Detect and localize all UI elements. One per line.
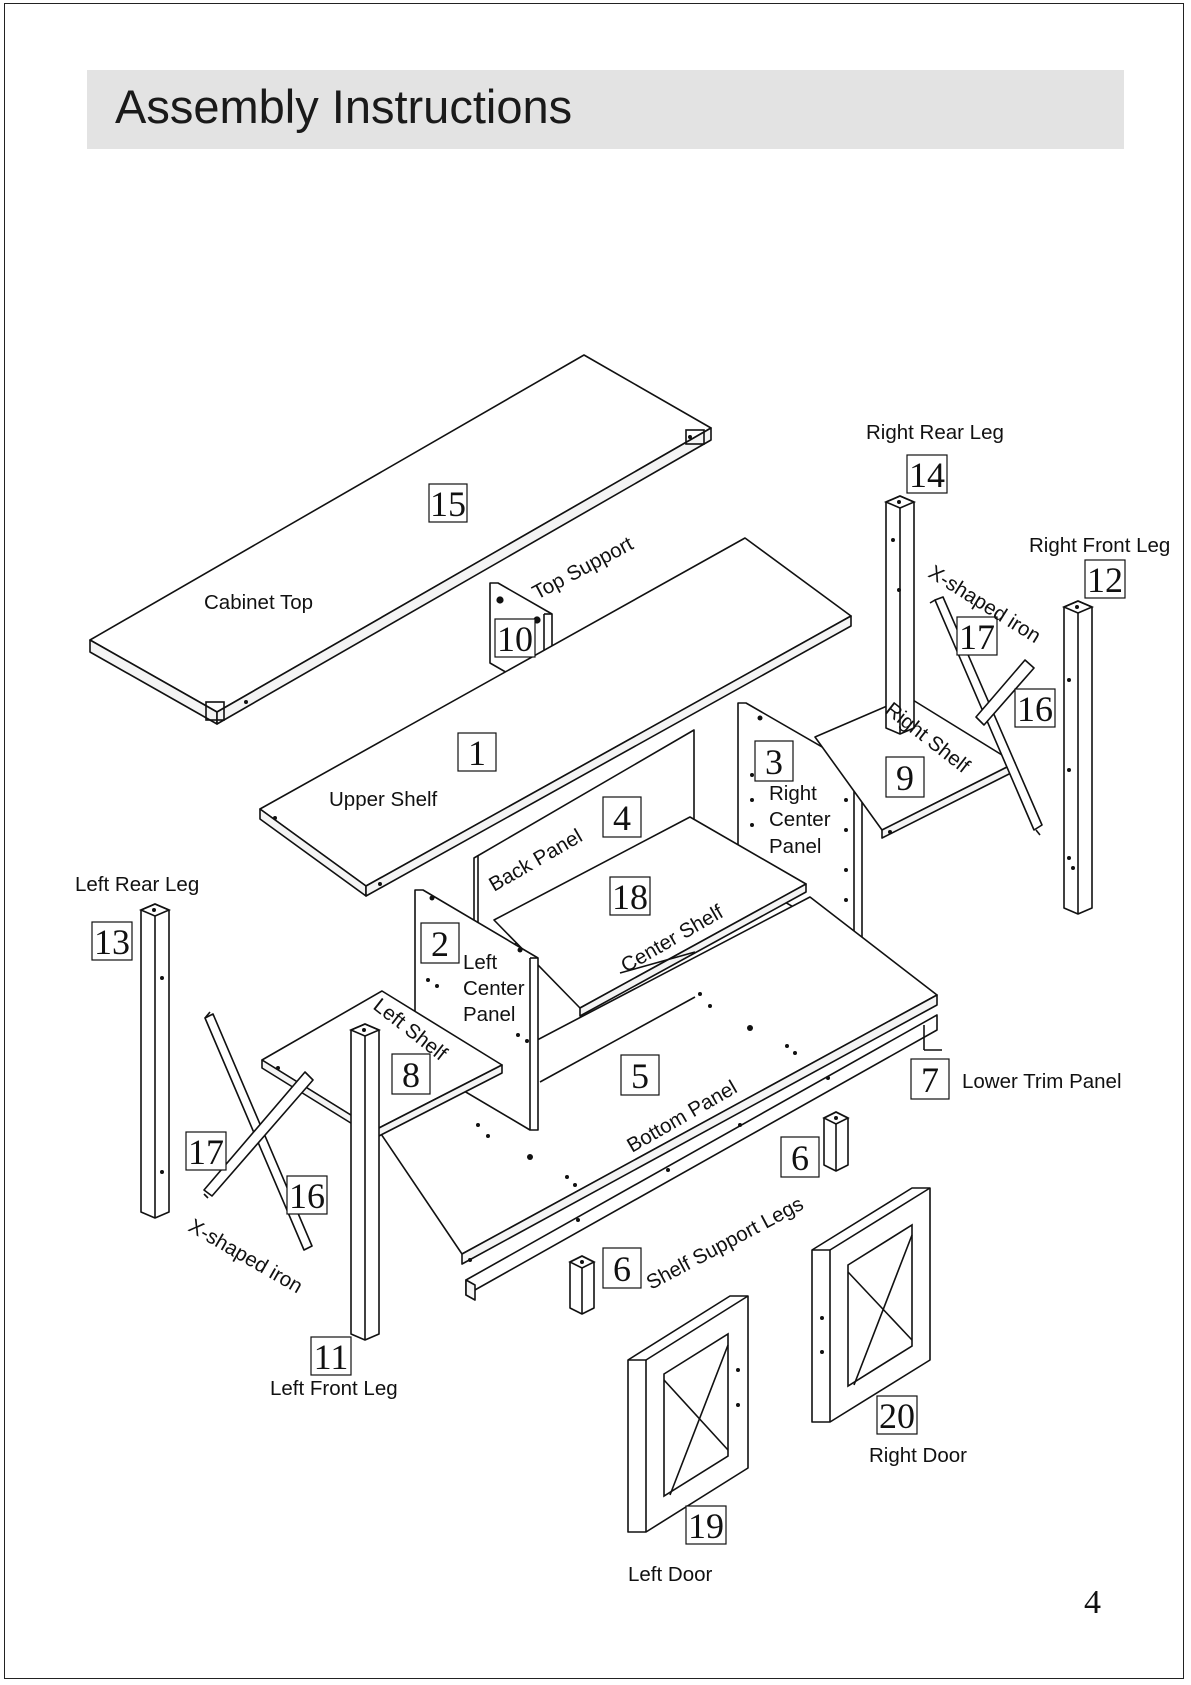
part-number-17-left: 17 <box>188 1132 224 1172</box>
callout-6-a: 6 <box>780 1136 820 1178</box>
label-right-rear-leg: Right Rear Leg <box>866 421 1004 444</box>
callout-20: 20 <box>876 1395 918 1436</box>
callout-7: 7 <box>910 1058 950 1100</box>
lower-trim-panel-part <box>465 1014 942 1301</box>
label-right-center-panel-2: Center <box>769 808 831 831</box>
callout-11: 11 <box>310 1336 352 1377</box>
callout-17-left: 17 <box>185 1131 227 1172</box>
callout-5: 5 <box>620 1054 660 1096</box>
part-number-11: 11 <box>314 1337 349 1377</box>
page-title: Assembly Instructions <box>115 80 573 133</box>
shelf-support-leg-b-part <box>568 1255 596 1315</box>
label-left-center-panel-2: Center <box>463 977 525 1000</box>
callout-16-left: 16 <box>286 1175 328 1216</box>
part-number-16-left: 16 <box>289 1176 325 1216</box>
page-frame <box>4 3 1184 1679</box>
part-number-6-a: 6 <box>791 1138 809 1178</box>
part-number-1: 1 <box>468 733 486 773</box>
label-right-front-leg: Right Front Leg <box>1029 534 1170 557</box>
part-number-20: 20 <box>879 1396 915 1436</box>
label-right-center-panel-3: Panel <box>769 835 821 858</box>
label-right-center-panel-1: Right <box>769 782 817 805</box>
left-rear-leg-part <box>138 903 172 1219</box>
label-left-rear-leg: Left Rear Leg <box>75 873 199 896</box>
label-shelf-support-legs: Shelf Support Legs <box>643 1192 808 1294</box>
part-number-12: 12 <box>1087 560 1123 600</box>
callout-12: 12 <box>1084 559 1126 600</box>
callout-14: 14 <box>906 454 948 495</box>
callout-2: 2 <box>420 922 460 964</box>
part-number-3: 3 <box>765 742 783 782</box>
part-number-17-right: 17 <box>959 617 995 657</box>
page-number: 4 <box>1084 1584 1101 1621</box>
part-number-7: 7 <box>921 1060 939 1100</box>
label-cabinet-top: Cabinet Top <box>204 591 313 614</box>
callout-18: 18 <box>609 876 651 917</box>
part-number-8: 8 <box>402 1055 420 1095</box>
part-number-19: 19 <box>688 1506 724 1546</box>
label-right-door: Right Door <box>869 1444 967 1467</box>
part-number-9: 9 <box>896 758 914 798</box>
right-rear-leg-part <box>883 495 917 735</box>
label-top-support: Top Support <box>529 532 638 604</box>
right-door-part <box>811 1187 931 1423</box>
part-number-14: 14 <box>909 455 945 495</box>
left-front-leg-part <box>348 1023 382 1341</box>
callout-13: 13 <box>91 921 133 962</box>
callout-9: 9 <box>885 756 925 798</box>
callout-19: 19 <box>685 1505 727 1546</box>
callout-17-right: 17 <box>956 616 998 657</box>
label-left-center-panel-3: Panel <box>463 1003 515 1026</box>
upper-shelf-part <box>259 537 852 897</box>
callout-16-right: 16 <box>1014 688 1056 729</box>
part-number-16-right: 16 <box>1017 689 1053 729</box>
callout-15: 15 <box>428 483 468 524</box>
part-number-6-b: 6 <box>613 1249 631 1289</box>
label-left-front-leg: Left Front Leg <box>270 1377 398 1400</box>
part-number-15: 15 <box>430 484 466 524</box>
label-upper-shelf: Upper Shelf <box>329 788 438 811</box>
shelf-support-leg-a-part <box>822 1111 850 1172</box>
left-shelf-part <box>261 990 503 1139</box>
label-x-shaped-iron-left: X-shaped iron <box>185 1214 307 1298</box>
left-door-part <box>627 1295 749 1533</box>
part-number-4: 4 <box>613 798 631 838</box>
cabinet-top-part <box>89 354 712 725</box>
callout-10: 10 <box>494 618 536 659</box>
left-x-iron-part <box>203 1011 314 1251</box>
label-lower-trim-panel: Lower Trim Panel <box>962 1070 1122 1093</box>
callout-8: 8 <box>391 1053 431 1095</box>
callout-6-b: 6 <box>602 1247 642 1289</box>
part-number-13: 13 <box>94 922 130 962</box>
part-number-10: 10 <box>497 619 533 659</box>
callout-3: 3 <box>754 740 794 782</box>
callout-4: 4 <box>602 796 642 838</box>
title-bar: Assembly Instructions <box>87 70 1124 149</box>
right-front-leg-part <box>1061 600 1095 915</box>
part-number-5: 5 <box>631 1056 649 1096</box>
part-number-2: 2 <box>431 924 449 964</box>
label-left-center-panel-1: Left <box>463 951 497 974</box>
part-number-18: 18 <box>612 877 648 917</box>
label-left-door: Left Door <box>628 1563 712 1586</box>
callout-1: 1 <box>457 732 497 773</box>
